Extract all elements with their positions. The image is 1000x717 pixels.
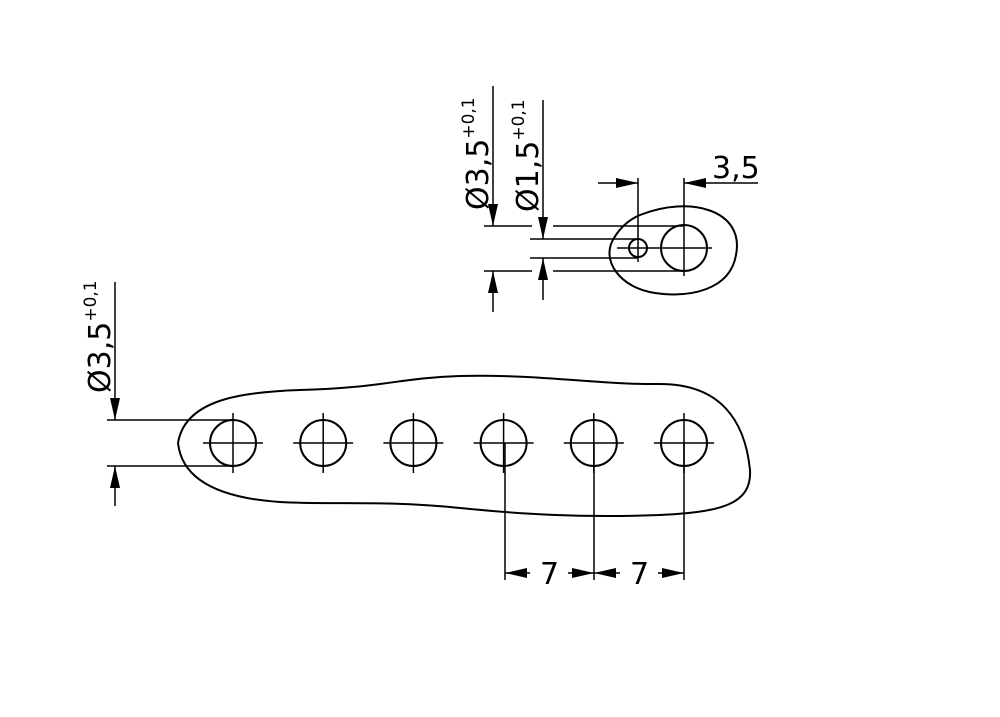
top-outline bbox=[608, 205, 738, 296]
strip-outline bbox=[176, 374, 752, 518]
dim-tolerance: +0,1 bbox=[459, 97, 479, 138]
dim-label-offset: 3,5 bbox=[712, 151, 760, 186]
svg-text:Ø3,5+0,1: Ø3,5+0,1 bbox=[81, 280, 118, 393]
diameter-symbol: Ø bbox=[511, 188, 546, 212]
dim-tolerance: +0,1 bbox=[81, 280, 101, 321]
dim-label-hole-diameter: Ø3,5+0,1 bbox=[81, 280, 118, 393]
dim-value: 1,5 bbox=[511, 141, 546, 189]
dim-label-pitch-2: 7 bbox=[630, 557, 649, 592]
svg-text:Ø3,5+0,1: Ø3,5+0,1 bbox=[459, 97, 496, 210]
dim-label-inner-diameter: Ø1,5+0,1 bbox=[509, 99, 546, 212]
hole-row bbox=[203, 413, 714, 473]
diameter-symbol: Ø bbox=[83, 369, 118, 393]
dim-label-outer-diameter: Ø3,5+0,1 bbox=[459, 97, 496, 210]
dim-value: 3,5 bbox=[461, 139, 496, 187]
diameter-symbol: Ø bbox=[461, 186, 496, 210]
dim-value: 3,5 bbox=[83, 322, 118, 370]
dim-label-pitch-1: 7 bbox=[540, 557, 559, 592]
svg-text:Ø1,5+0,1: Ø1,5+0,1 bbox=[509, 99, 546, 212]
bottom-view: Ø3,5+0,1 7 7 bbox=[81, 280, 752, 592]
top-view: Ø3,5+0,1 Ø1,5+0,1 3,5 bbox=[459, 86, 760, 312]
dim-tolerance: +0,1 bbox=[509, 99, 529, 140]
